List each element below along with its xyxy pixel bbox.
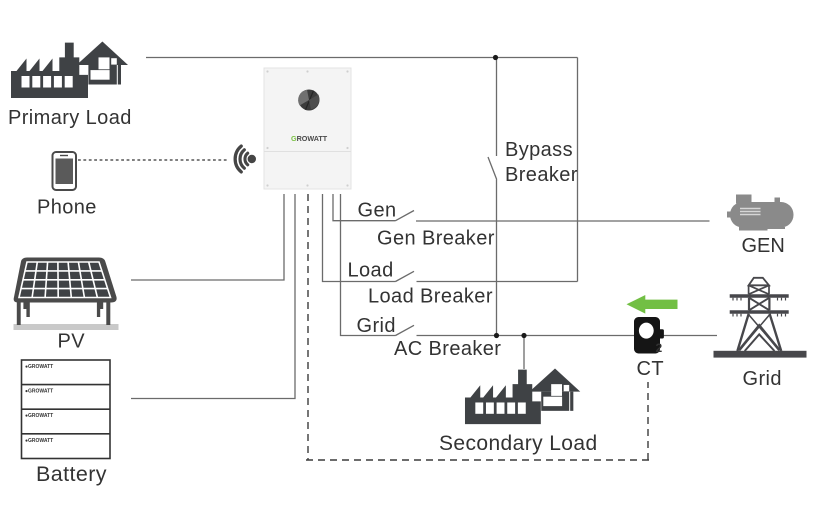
svg-text:Load Breaker: Load Breaker	[368, 286, 493, 308]
svg-text:Bypass: Bypass	[505, 139, 573, 161]
svg-text:●GROWATT: ●GROWATT	[25, 413, 53, 419]
svg-text:PV: PV	[58, 331, 86, 353]
svg-text:2: 2	[656, 341, 663, 355]
svg-text:●GROWATT: ●GROWATT	[25, 389, 53, 395]
svg-text:Grid: Grid	[357, 315, 396, 337]
svg-text:●GROWATT: ●GROWATT	[25, 438, 53, 444]
svg-text:Breaker: Breaker	[505, 164, 578, 186]
svg-text:GROWATT: GROWATT	[291, 134, 328, 143]
svg-text:Grid: Grid	[743, 368, 782, 390]
svg-text:Phone: Phone	[37, 197, 97, 219]
svg-text:CT: CT	[637, 358, 664, 380]
svg-text:Gen: Gen	[358, 200, 397, 222]
svg-text:●GROWATT: ●GROWATT	[25, 364, 53, 370]
svg-text:Secondary Load: Secondary Load	[439, 432, 598, 455]
svg-text:Load: Load	[348, 260, 394, 282]
svg-text:AC Breaker: AC Breaker	[394, 338, 501, 360]
svg-text:GEN: GEN	[742, 235, 785, 257]
svg-text:Primary Load: Primary Load	[8, 107, 132, 129]
svg-text:Gen Breaker: Gen Breaker	[377, 228, 495, 250]
svg-text:Battery: Battery	[36, 462, 107, 486]
